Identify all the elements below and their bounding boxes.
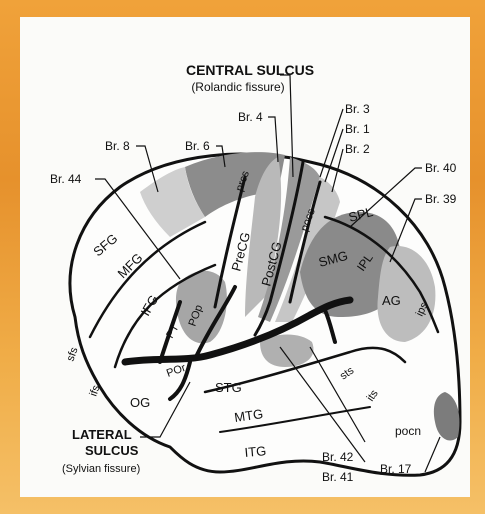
br1-label: Br. 1 bbox=[345, 122, 370, 136]
br4-label: Br. 4 bbox=[238, 110, 263, 124]
sfs-label: sfs bbox=[65, 345, 81, 363]
sylvian-fissure-label: (Sylvian fissure) bbox=[62, 463, 140, 475]
br17-label: Br. 17 bbox=[380, 462, 412, 476]
brain-lateral-view-diagram: CENTRAL SULCUS (Rolandic fissure) Br. 3 … bbox=[20, 17, 470, 497]
og-label: OG bbox=[130, 395, 150, 410]
br6-label: Br. 6 bbox=[185, 139, 210, 153]
pocn-label: pocn bbox=[395, 424, 421, 438]
br42-label: Br. 42 bbox=[322, 450, 354, 464]
sulcus-label: SULCUS bbox=[85, 443, 139, 458]
br8-label: Br. 8 bbox=[105, 139, 130, 153]
rolandic-fissure-label: (Rolandic fissure) bbox=[191, 80, 284, 94]
diagram-frame: CENTRAL SULCUS (Rolandic fissure) Br. 3 … bbox=[20, 17, 470, 497]
br40-label: Br. 40 bbox=[425, 161, 457, 175]
br39-label: Br. 39 bbox=[425, 192, 457, 206]
itg-label: ITG bbox=[244, 443, 267, 460]
br44-label: Br. 44 bbox=[50, 172, 82, 186]
br3-label: Br. 3 bbox=[345, 102, 370, 116]
ag-label: AG bbox=[382, 293, 401, 308]
br2-label: Br. 2 bbox=[345, 142, 370, 156]
lateral-label: LATERAL bbox=[72, 427, 132, 442]
stg-label: STG bbox=[215, 380, 242, 395]
central-sulcus-label: CENTRAL SULCUS bbox=[186, 62, 314, 78]
br41-label: Br. 41 bbox=[322, 470, 354, 484]
